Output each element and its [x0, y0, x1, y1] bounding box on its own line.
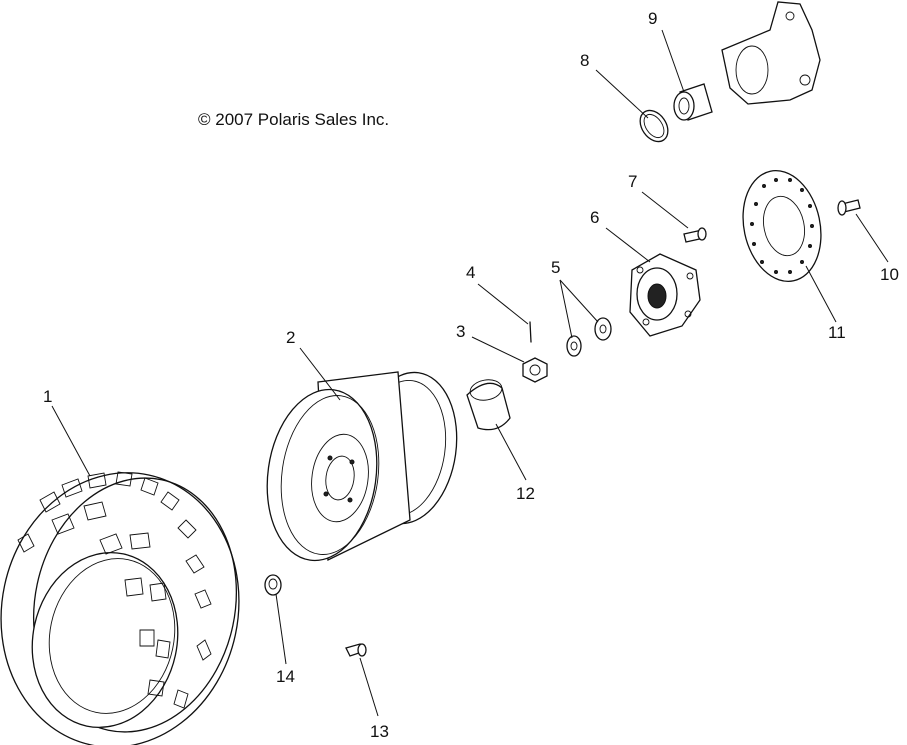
callout-1: 1 [43, 387, 52, 406]
callout-10: 10 [880, 265, 899, 284]
lug-nut [522, 357, 548, 383]
tire [0, 471, 240, 745]
hub-cap [466, 379, 511, 431]
callout-11: 11 [828, 323, 846, 342]
callout-8: 8 [580, 51, 589, 70]
callout-2: 2 [286, 328, 295, 347]
callout-4: 4 [466, 263, 475, 282]
callout-9: 9 [648, 9, 657, 28]
washers [566, 317, 612, 357]
brake-bolt [837, 199, 861, 216]
callout-3: 3 [456, 322, 465, 341]
wheel-hub [629, 253, 701, 337]
wheel-rim [266, 371, 458, 562]
leader-lines [51, 29, 889, 717]
callout-14: 14 [276, 667, 295, 686]
brake-disc [742, 170, 822, 282]
cotter-pin [529, 321, 532, 343]
retaining-ring [639, 109, 669, 143]
copyright-text: © 2007 Polaris Sales Inc. [198, 110, 389, 129]
steering-knuckle [721, 1, 821, 105]
callout-12: 12 [516, 484, 535, 503]
callout-7: 7 [628, 172, 637, 191]
callout-6: 6 [590, 208, 599, 227]
callout-13: 13 [370, 722, 389, 741]
callout-labels: 1 2 3 4 5 6 7 8 9 10 11 12 13 14 [43, 9, 899, 741]
valve-stem [345, 643, 367, 657]
wheel-stud [683, 227, 707, 243]
wheel-bearing [673, 83, 713, 121]
callout-5: 5 [551, 258, 560, 277]
flange-nut [264, 574, 282, 596]
